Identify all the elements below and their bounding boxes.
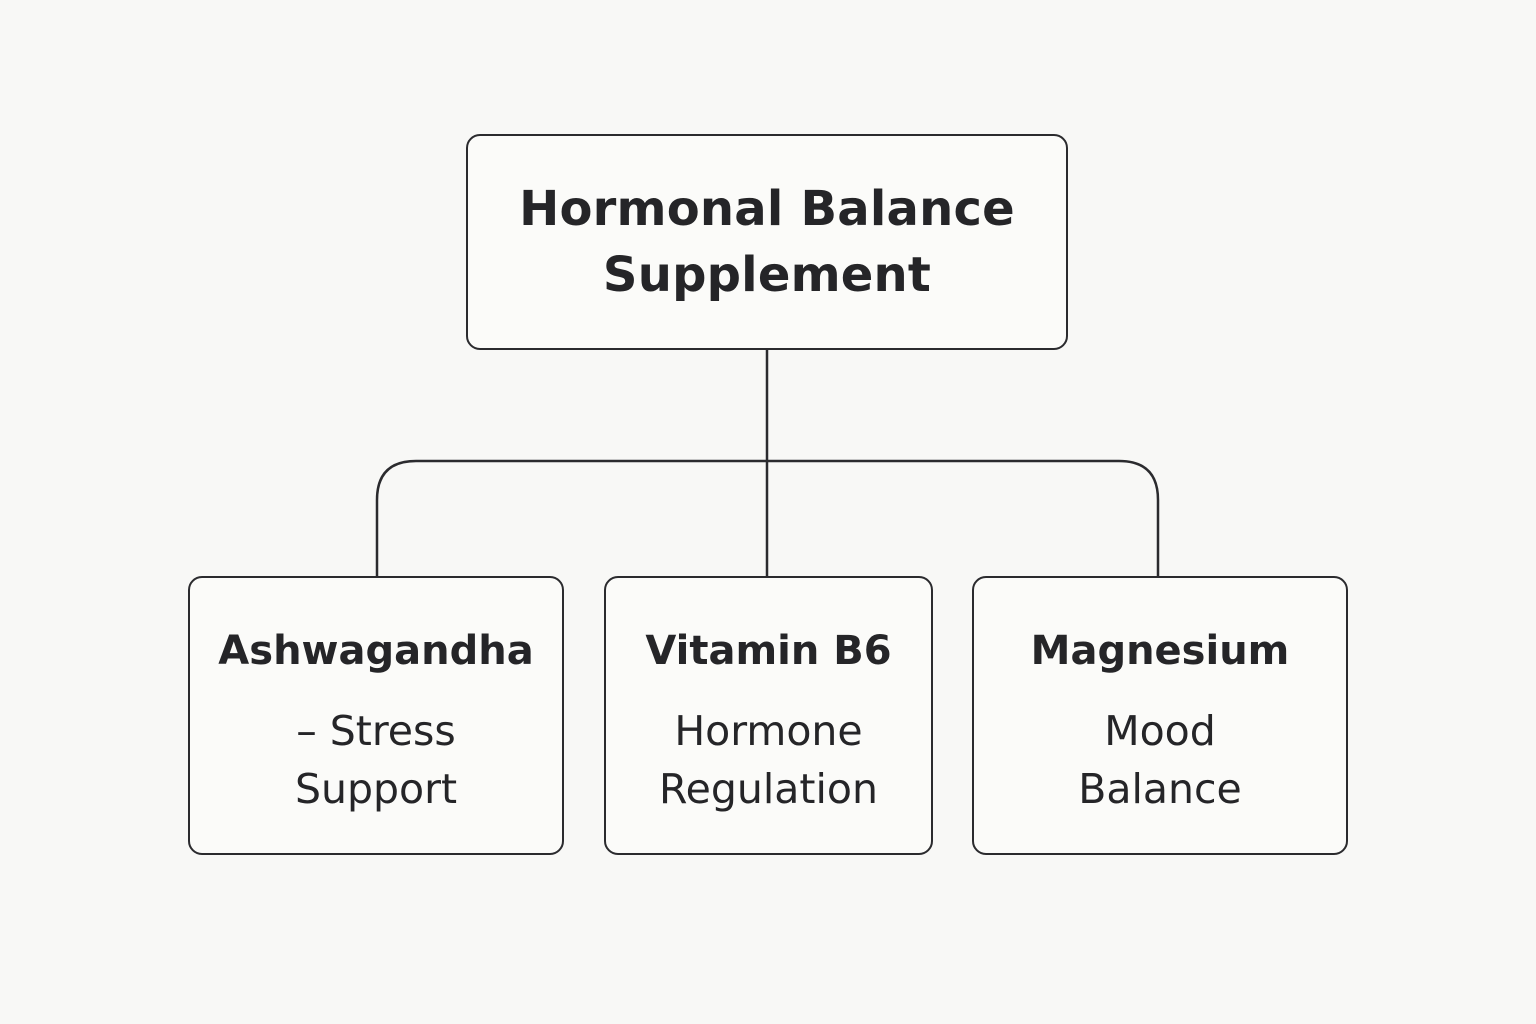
child-desc-line1: Mood [1104,707,1216,755]
child-node-ashwagandha: Ashwagandha – Stress Support [188,576,564,855]
child-title: Ashwagandha [218,628,534,674]
child-desc-line2: Support [294,765,458,813]
child-node-vitamin-b6: Vitamin B6 Hormone Regulation [604,576,933,855]
child-desc-line2: Regulation [659,765,878,813]
root-title-line2: Supplement [602,247,932,303]
connector-branch-right [767,459,1160,576]
child-title: Vitamin B6 [645,628,892,674]
child-description: – Stress Support [190,702,562,818]
child-desc-line2: Balance [1078,765,1242,813]
child-node-magnesium: Magnesium Mood Balance [972,576,1348,855]
connector-branch-left [375,459,767,576]
child-desc-line1: – Stress [296,707,456,755]
child-description: Mood Balance [974,702,1346,818]
root-title-line1: Hormonal Balance [519,181,1015,237]
root-node: Hormonal Balance Supplement [466,134,1068,350]
child-description: Hormone Regulation [606,702,931,818]
child-title: Magnesium [1030,628,1290,674]
child-desc-line1: Hormone [674,707,863,755]
